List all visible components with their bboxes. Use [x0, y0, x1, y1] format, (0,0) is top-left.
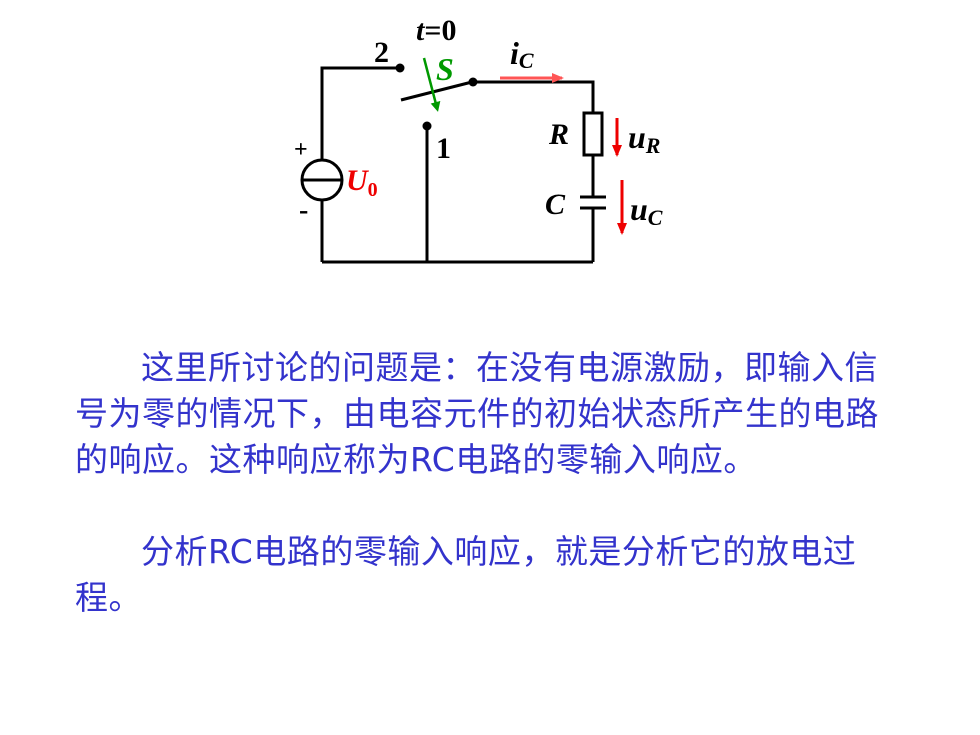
resistor-label: R — [548, 118, 569, 151]
source-label: U0 — [346, 164, 378, 201]
voltage-c-label: uC — [630, 191, 663, 230]
switch-arrow — [422, 57, 441, 112]
paragraph-zero-input-definition: 这里所讨论的问题是：在没有电源激励，即输入信号为零的情况下，由电容元件的初始状态… — [75, 348, 879, 479]
node-2-label: 2 — [374, 36, 389, 69]
switch-name-label: S — [436, 51, 454, 87]
rc-circuit-diagram: t=0 S 2 1 iC R C uR uC U0 + - — [294, 14, 663, 264]
capacitor-label: C — [545, 188, 566, 221]
circuit-wires — [320, 66, 595, 264]
wire-left-top — [320, 66, 400, 160]
node-2-dot — [395, 63, 405, 73]
switch-time-label: t=0 — [416, 14, 456, 47]
node-1-label: 1 — [436, 132, 451, 165]
wire-right-top — [473, 80, 595, 113]
source-plus-label: + — [294, 137, 308, 163]
voltage-r-label: uR — [628, 119, 660, 158]
node-1-dot — [422, 121, 432, 131]
current-label: iC — [510, 35, 534, 73]
source-minus-label: - — [299, 195, 308, 226]
switch-pivot-dot — [468, 77, 478, 87]
switch-blade — [400, 80, 473, 102]
paragraph-discharge-process: 分析RC电路的零输入响应，就是分析它的放电过程。 — [75, 532, 857, 617]
resistor — [582, 111, 604, 157]
